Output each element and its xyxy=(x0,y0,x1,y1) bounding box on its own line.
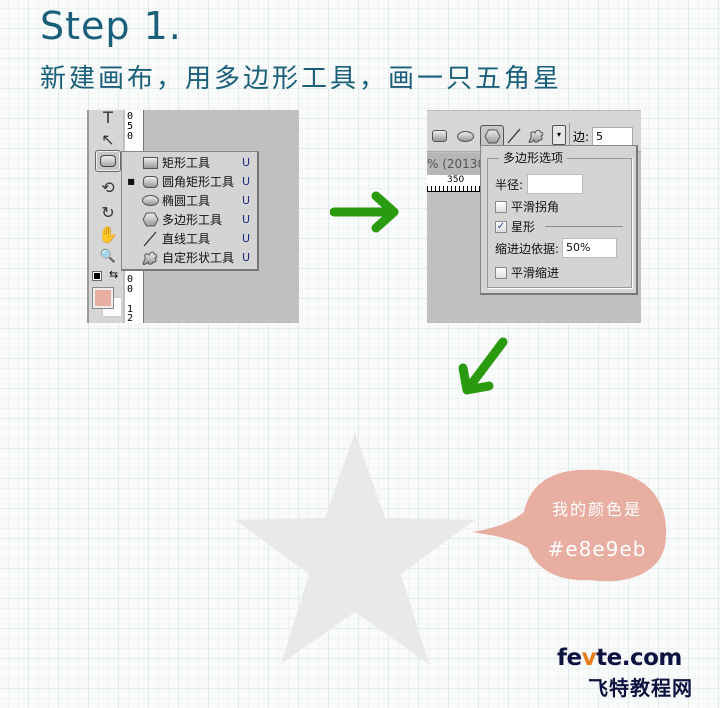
indent-row: 缩进边依据: 50% xyxy=(495,238,618,258)
bubble-text-line1: 我的颜色是 xyxy=(551,500,642,519)
ruler-label: 2 xyxy=(127,313,134,324)
ruler-label: 5 xyxy=(127,121,134,132)
ruler-label: 1 xyxy=(127,304,134,315)
indent-input[interactable]: 50% xyxy=(562,238,618,258)
menu-item-ellipse-tool[interactable]: 椭圆工具 U xyxy=(122,191,258,210)
star-checkbox[interactable]: ✓ xyxy=(495,220,507,233)
right-arrow-icon xyxy=(330,191,399,233)
polygon-options-dialog: 多边形选项 半径: 平滑拐角 ✓ 星形 缩进边依据: 50% 平滑缩进 xyxy=(480,145,638,295)
menu-item-rectangle-tool[interactable]: 矩形工具 U xyxy=(122,153,258,172)
divider xyxy=(545,226,624,227)
foreground-color-swatch[interactable] xyxy=(92,287,114,309)
ruler-label: 0 xyxy=(127,111,134,122)
default-colors-icon[interactable] xyxy=(92,271,102,281)
smooth-corners-row[interactable]: 平滑拐角 xyxy=(495,198,559,215)
menu-item-custom-shape-tool[interactable]: 自定形状工具 U xyxy=(122,248,258,267)
3d-orbit-tool-icon[interactable]: ↻ xyxy=(101,202,115,222)
smooth-indents-label: 平滑缩进 xyxy=(511,266,560,280)
ruler-label: 350 xyxy=(447,175,465,185)
polygon-icon xyxy=(141,212,159,227)
hand-tool-icon[interactable]: ✋ xyxy=(98,224,118,244)
site-logo-chinese: 飞特教程网 xyxy=(588,676,693,700)
ruler-label: 0 xyxy=(127,284,134,295)
sides-label: 边: xyxy=(573,130,590,144)
line-shape-button[interactable] xyxy=(506,125,522,147)
smooth-corners-label: 平滑拐角 xyxy=(511,200,560,214)
custom-shape-button[interactable] xyxy=(527,125,545,147)
3d-rotate-tool-icon[interactable]: ⟲ xyxy=(101,177,115,197)
type-tool-icon[interactable]: T xyxy=(103,110,113,127)
sides-input[interactable]: 5 xyxy=(592,127,633,147)
rectangle-icon xyxy=(432,130,447,142)
step-title: Step 1. xyxy=(40,4,182,48)
divider xyxy=(569,123,570,149)
smooth-indents-row[interactable]: 平滑缩进 xyxy=(495,264,559,281)
ellipse-shape-button[interactable] xyxy=(457,125,474,147)
radius-input[interactable] xyxy=(527,174,584,194)
speech-bubble xyxy=(472,469,667,582)
rounded-rectangle-icon xyxy=(142,175,158,188)
indent-label: 缩进边依据: xyxy=(495,241,560,256)
step-subtitle: 新建画布，用多边形工具，画一只五角星 xyxy=(40,64,563,94)
horizontal-ruler: 350 xyxy=(427,175,487,192)
ellipse-icon xyxy=(141,195,159,206)
custom-shape-icon xyxy=(142,251,158,265)
menu-item-rounded-rectangle-tool[interactable]: ■ 圆角矩形工具 U xyxy=(122,172,258,191)
document-tab[interactable]: % (20130 xyxy=(427,153,487,175)
polygon-options-title: 多边形选项 xyxy=(499,149,568,166)
ruler-label: 0 xyxy=(127,131,134,142)
bubble-text-color-code: #e8e9eb xyxy=(547,537,647,561)
radius-row: 半径: xyxy=(495,174,584,194)
polygon-shape-button[interactable] xyxy=(480,125,504,147)
zoom-tool-icon[interactable]: 🔍 xyxy=(99,248,117,264)
five-point-star-shape xyxy=(235,432,475,664)
site-logo: fevte.com xyxy=(557,645,682,671)
smooth-corners-checkbox[interactable] xyxy=(495,200,507,213)
menu-item-polygon-tool[interactable]: 多边形工具 U xyxy=(122,210,258,229)
star-label: 星形 xyxy=(511,220,536,234)
shape-tool-flyout-menu: 矩形工具 U ■ 圆角矩形工具 U 椭圆工具 U 多边形工具 U xyxy=(121,151,259,271)
geometry-options-dropdown[interactable]: ▾ xyxy=(552,125,566,145)
path-selection-tool-icon[interactable]: ↖ xyxy=(101,129,115,149)
swap-colors-icon[interactable]: ⇆ xyxy=(109,268,119,281)
ellipse-icon xyxy=(457,130,474,142)
star-row[interactable]: ✓ 星形 xyxy=(495,218,624,235)
line-icon xyxy=(143,231,157,246)
radius-label: 半径: xyxy=(495,177,524,192)
toolbar-screenshot: T ↖ ⟲ ↻ ✋ 🔍 ⇆ 0 5 0 0 0 1 2 矩形工具 U ■ 圆角矩… xyxy=(87,110,299,323)
rectangle-icon xyxy=(142,156,158,169)
shape-tool-button[interactable] xyxy=(95,150,121,172)
tools-panel: T ↖ ⟲ ↻ ✋ 🔍 ⇆ xyxy=(87,110,123,323)
custom-shape-icon xyxy=(528,129,544,143)
polygon-icon xyxy=(483,129,501,143)
menu-item-line-tool[interactable]: 直线工具 U xyxy=(122,229,258,248)
line-icon xyxy=(507,128,521,144)
rounded-rectangle-icon xyxy=(100,155,116,167)
smooth-indents-checkbox[interactable] xyxy=(495,266,507,279)
rectangle-shape-button[interactable] xyxy=(432,125,447,147)
selected-bullet-icon: ■ xyxy=(127,177,135,186)
ruler-label: 0 xyxy=(127,274,134,285)
polygon-options-screenshot: ▾ 边: 5 % (20130 350 多边形选项 半径: 平滑拐角 ✓ 星形 … xyxy=(427,110,641,323)
down-left-arrow-icon xyxy=(458,337,508,395)
